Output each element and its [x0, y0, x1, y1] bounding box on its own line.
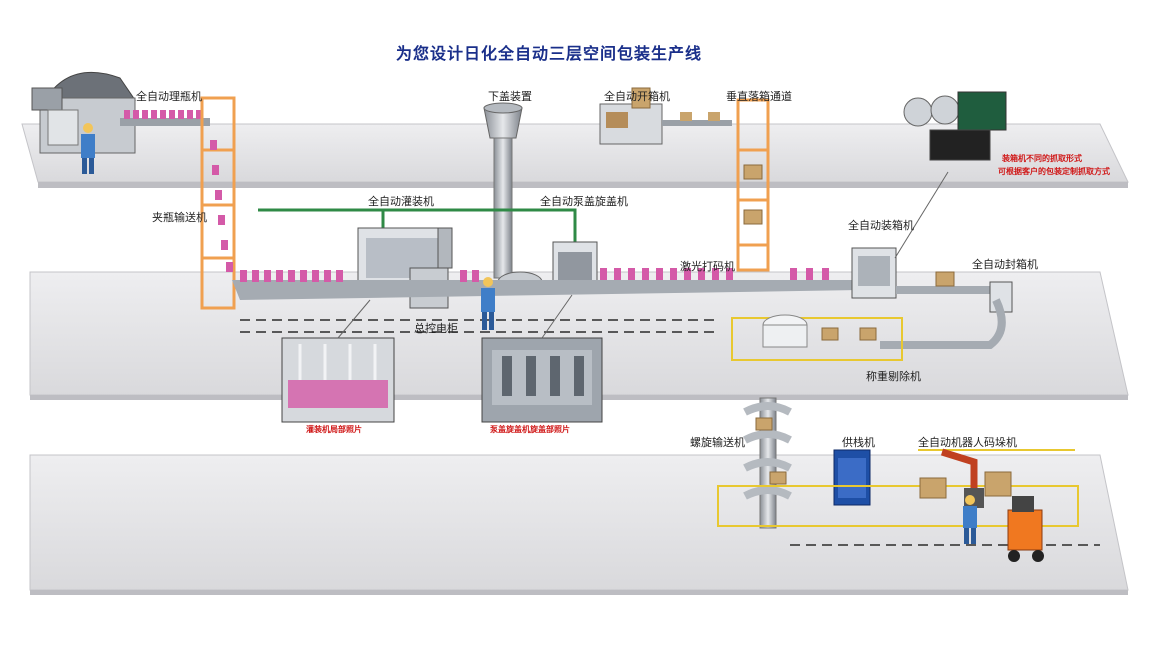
worker-top — [81, 123, 95, 174]
label-vertical-drop: 垂直落箱通道 — [726, 90, 792, 103]
bottle-conveyor-top — [120, 110, 210, 126]
robot-palletizer — [717, 448, 1079, 527]
gripper-photos — [903, 91, 1007, 161]
main-bottle-conveyor — [232, 268, 860, 300]
label-checkweigher: 称重剔除机 — [866, 370, 921, 383]
label-case-sealer: 全自动封箱机 — [972, 258, 1038, 271]
worker-middle — [481, 277, 495, 330]
note-gripper-line2: 可根据客户的包装定制抓取方式 — [998, 166, 1110, 176]
label-pump-capper: 全自动泵盖旋盖机 — [540, 195, 628, 208]
worker-bottom — [963, 495, 977, 544]
label-pallet-feeder: 供栈机 — [842, 436, 875, 449]
label-case-packer: 全自动装箱机 — [848, 219, 914, 232]
photo-callout-lines — [337, 171, 949, 339]
vertical-drop-channel — [736, 98, 770, 272]
cap-feeder-device — [483, 102, 523, 279]
case-erector-machine — [599, 87, 732, 145]
clamp-conveyor-frame — [200, 96, 236, 310]
case-packer-machine — [851, 247, 897, 299]
note-gripper-line1: 装箱机不同的抓取形式 — [1002, 153, 1082, 163]
label-robot-palletizer: 全自动机器人码垛机 — [918, 436, 1017, 449]
label-cap-feeder: 下盖装置 — [488, 90, 532, 103]
label-control-cabinet: 总控电柜 — [414, 322, 458, 335]
capper-detail-photo — [481, 337, 603, 423]
case-sealer-conveyor — [880, 271, 1013, 349]
floor-level-3 — [21, 123, 1129, 188]
checkweigher-station — [731, 314, 903, 361]
label-bottle-sorter: 全自动理瓶机 — [136, 90, 202, 103]
filler-detail-photo — [281, 337, 395, 423]
label-laser-coder: 激光打码机 — [680, 260, 735, 273]
floor-2-markings — [240, 319, 720, 333]
spiral-conveyor — [743, 397, 792, 529]
label-case-erector: 全自动开箱机 — [604, 90, 670, 103]
caption-capper-detail: 泵盖旋盖机旋盖部照片 — [490, 424, 570, 434]
label-spiral-conveyor: 螺旋输送机 — [690, 436, 745, 449]
forklift — [1007, 496, 1044, 562]
pallet-feeder — [833, 449, 871, 506]
page-title: 为您设计日化全自动三层空间包装生产线 — [396, 44, 703, 63]
vertical-drop-boxes — [743, 164, 763, 225]
label-clamp-conveyor: 夹瓶输送机 — [152, 211, 207, 224]
caption-filler-detail: 灌装机局部照片 — [306, 424, 362, 434]
clamp-conveyor-bottles — [210, 140, 233, 272]
label-filler: 全自动灌装机 — [368, 195, 434, 208]
